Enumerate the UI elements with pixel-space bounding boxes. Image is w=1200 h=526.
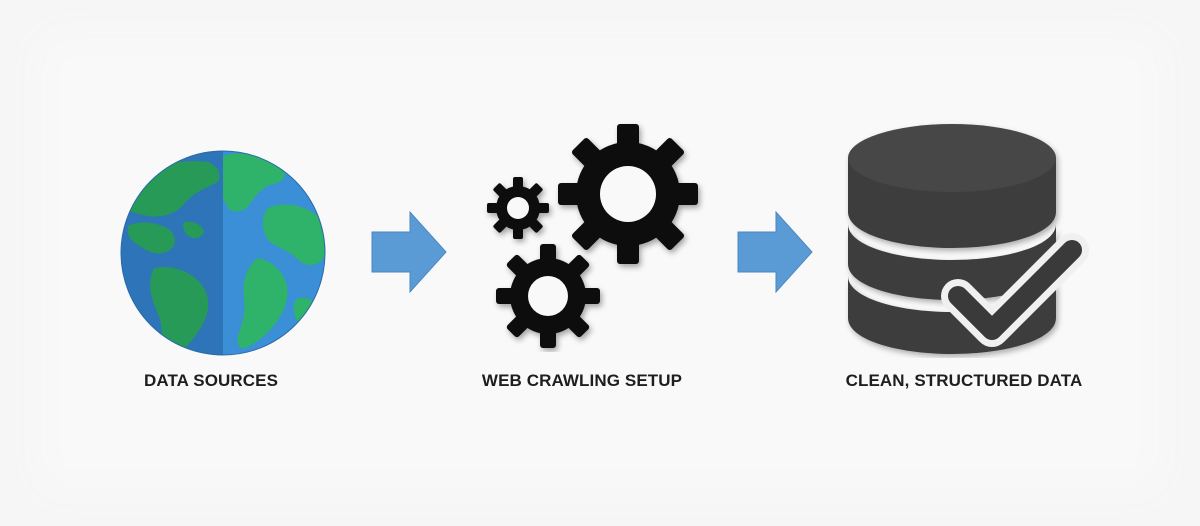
database-icon [848,124,1056,354]
medium-gear-icon [496,244,600,348]
large-gear-icon [558,124,698,264]
small-gear-icon [487,177,549,239]
connector-arrow-2 [736,210,814,294]
gears-icon [487,124,698,348]
step-label-data-sources: DATA SOURCES [143,371,279,390]
step-label-web-crawling-setup: WEB CRAWLING SETUP [481,371,683,390]
database-check-icon [848,124,1089,354]
step-data-sources [118,148,328,358]
globe-icon [120,150,326,356]
connector-arrow-1 [370,210,448,294]
arrow-right-icon [737,210,813,294]
arrow-right-icon [371,210,447,294]
step-web-crawling-setup [482,112,712,352]
checkmark-icon [941,233,1089,347]
step-label-clean-structured-data: CLEAN, STRUCTURED DATA [845,371,1083,390]
step-clean-structured-data [840,118,1090,358]
